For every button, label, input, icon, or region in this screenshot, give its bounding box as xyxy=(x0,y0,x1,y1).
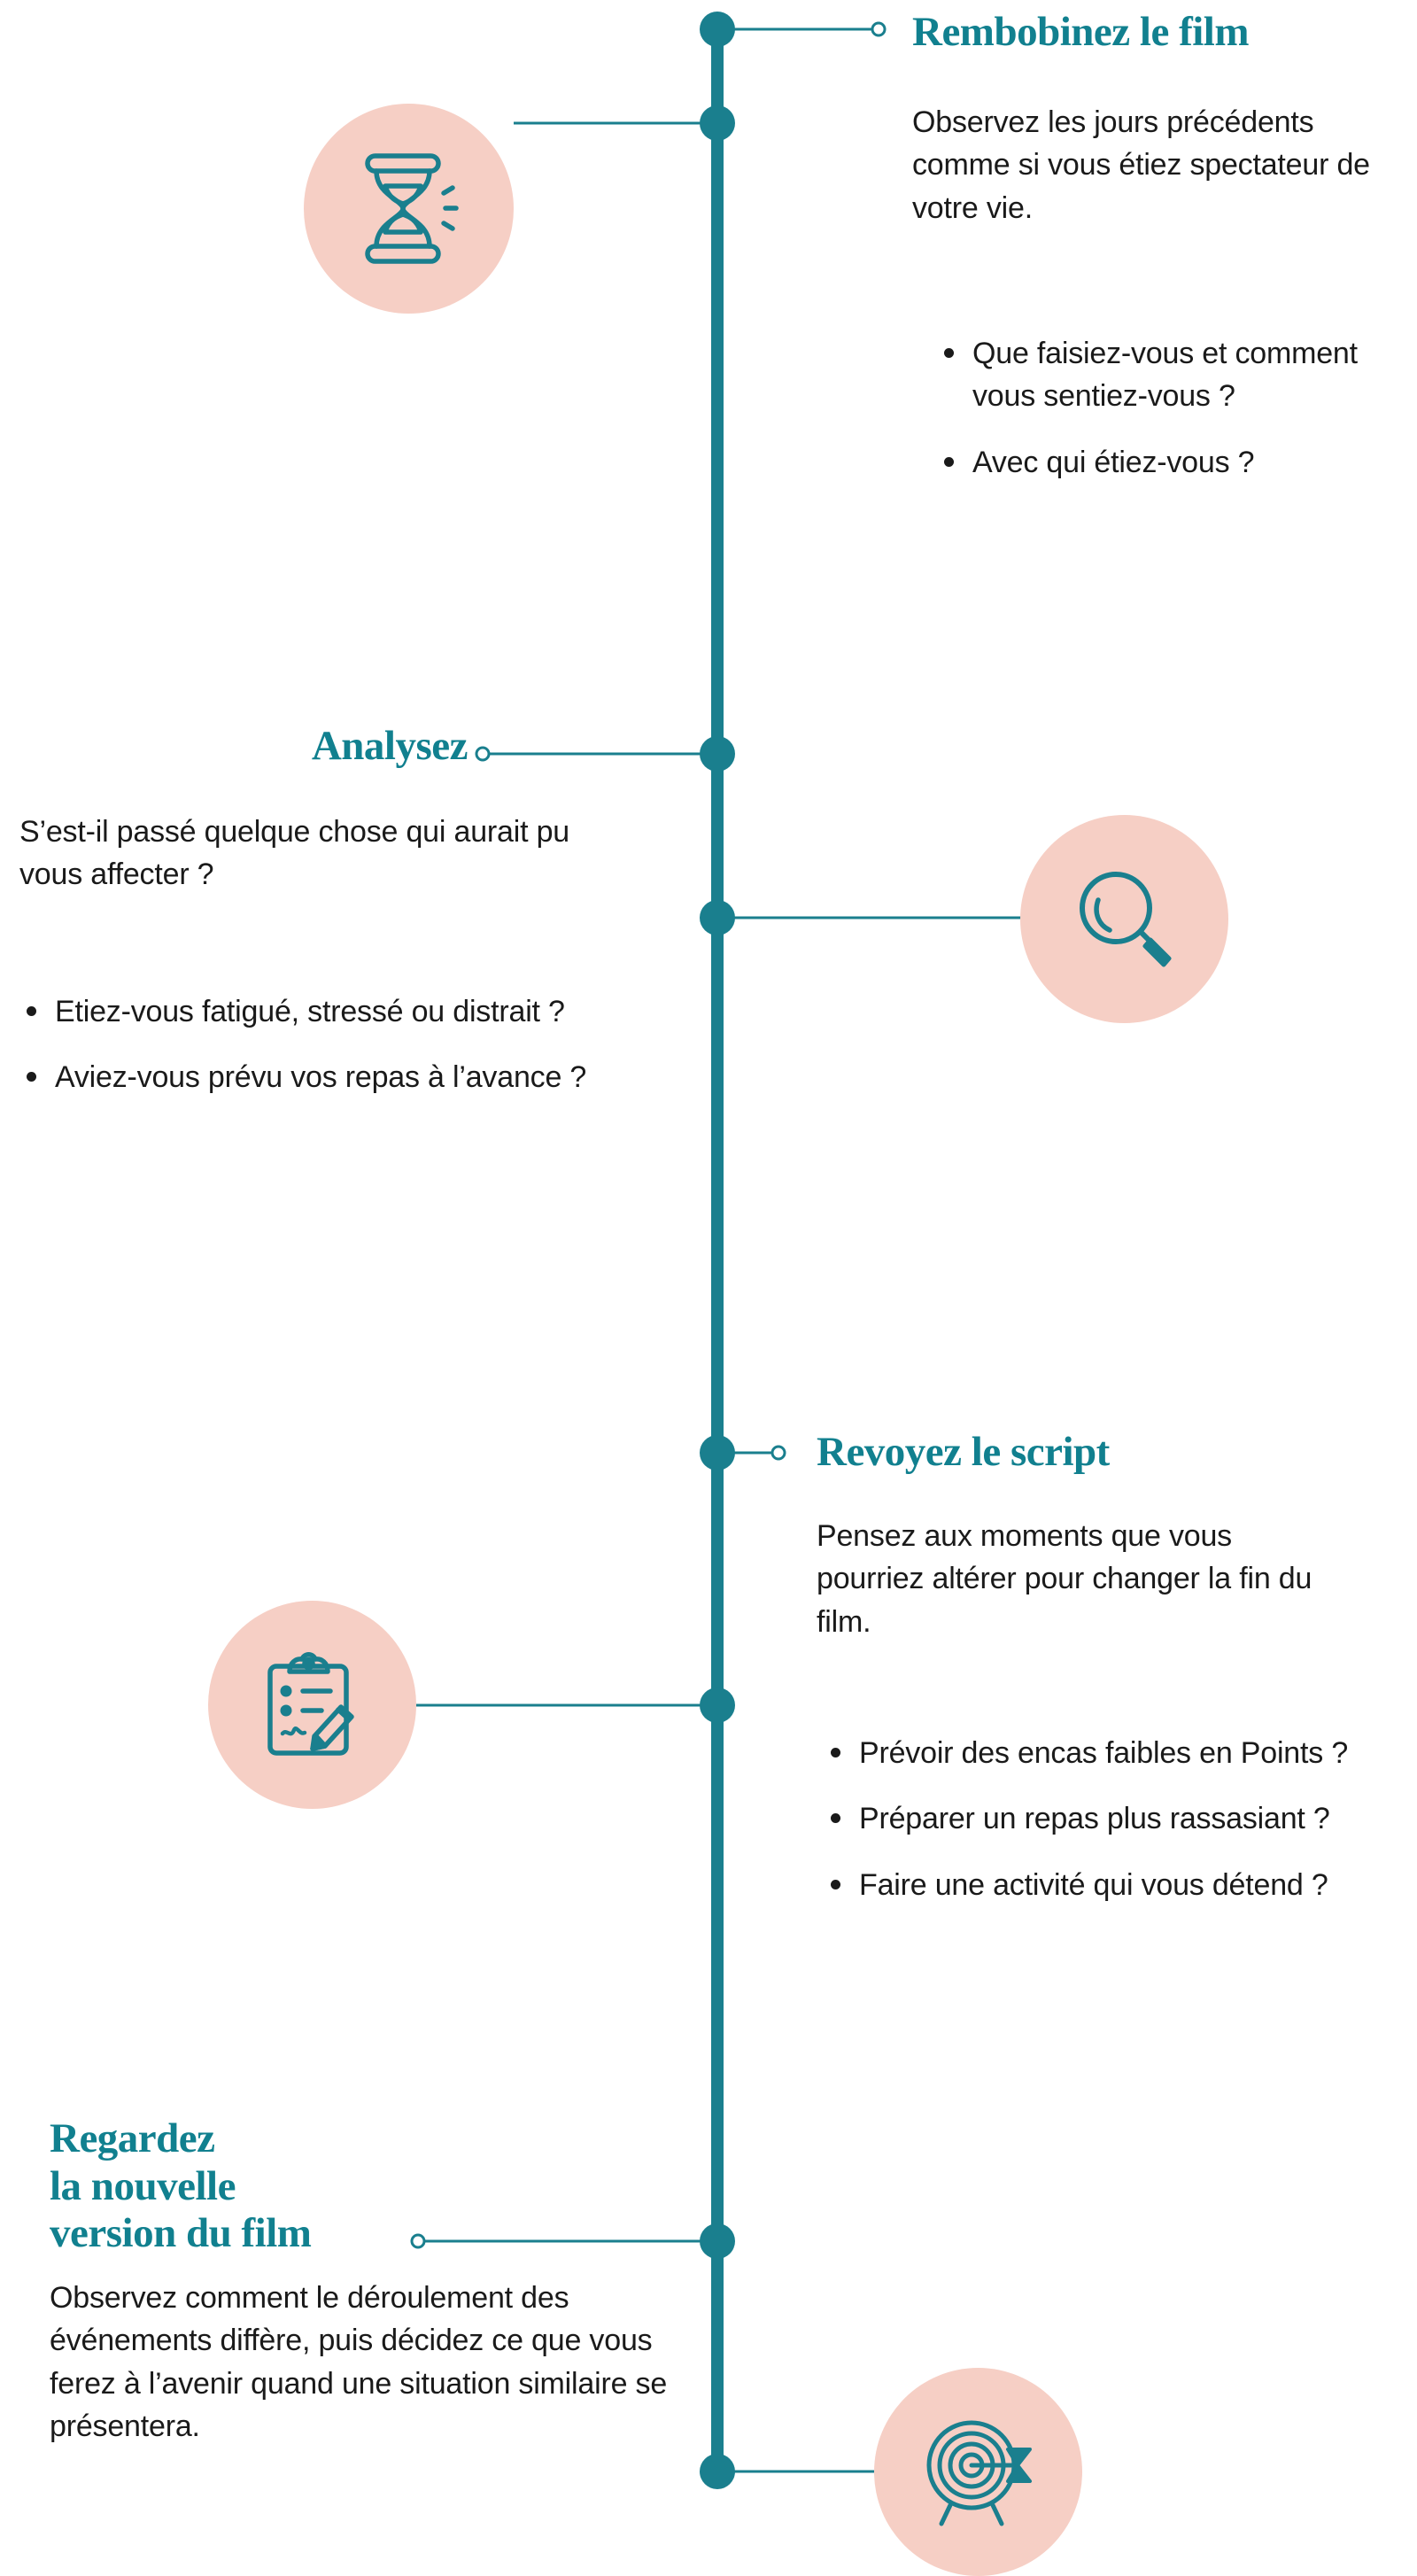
hourglass-icon xyxy=(364,153,459,264)
connector-endpoint-title-2 xyxy=(475,746,491,762)
section-title-rewrite: Revoyez le script xyxy=(817,1429,1110,1475)
section-bullets-rewrite: Prévoir des encas faibles en Points ? Pr… xyxy=(824,1732,1355,1929)
section-title-analyse: Analysez xyxy=(311,723,468,769)
section-body-rewind: Observez les jours précédents comme si v… xyxy=(912,105,1370,225)
section-bullets-rewind: Que faisiez-vous et comment vous sentiez… xyxy=(937,332,1390,507)
connector-endpoint-title-3 xyxy=(770,1445,786,1461)
target-arrow-icon xyxy=(926,2420,1032,2526)
connector-endpoint-title-4 xyxy=(410,2233,426,2249)
section-body-rewatch: Observez comment le déroulement des évén… xyxy=(50,2281,668,2443)
list-item: Préparer un repas plus rassasiant ? xyxy=(824,1797,1355,1840)
list-item: Que faisiez-vous et comment vous sentiez… xyxy=(937,332,1390,418)
clipboard-pencil-icon-circle xyxy=(208,1601,416,1809)
section-title-rewind: Rembobinez le film xyxy=(912,9,1250,55)
section-body-analyse: S’est-il passé quelque chose qui aurait … xyxy=(19,815,569,892)
connector-title-2 xyxy=(483,752,711,756)
connector-icon-4 xyxy=(724,2470,874,2473)
list-item: Aviez-vous prévu vos repas à l’avance ? xyxy=(19,1056,604,1098)
connector-icon-3 xyxy=(416,1703,711,1707)
timeline-spine xyxy=(711,29,724,2474)
magnifier-icon-circle xyxy=(1020,815,1228,1023)
section-bullets-analyse: Etiez-vous fatigué, stressé ou distrait … xyxy=(19,990,604,1122)
list-item: Avec qui étiez-vous ? xyxy=(937,441,1390,484)
magnifier-icon xyxy=(1079,871,1171,966)
target-icon-circle xyxy=(874,2368,1082,2576)
connector-title-4 xyxy=(418,2239,711,2243)
connector-icon-1 xyxy=(514,121,711,125)
list-item: Prévoir des encas faibles en Points ? xyxy=(824,1732,1355,1774)
connector-endpoint-title-1 xyxy=(871,21,887,37)
connector-title-1 xyxy=(724,27,879,31)
list-item: Faire une activité qui vous détend ? xyxy=(824,1864,1355,1906)
section-title-rewatch: Regardez la nouvelle version du film xyxy=(50,2115,312,2257)
hourglass-icon-circle xyxy=(304,104,514,314)
clipboard-pencil-icon xyxy=(267,1651,354,1756)
connector-title-3 xyxy=(724,1451,778,1455)
list-item: Etiez-vous fatigué, stressé ou distrait … xyxy=(19,990,604,1033)
connector-icon-2 xyxy=(724,916,1029,919)
section-body-rewrite: Pensez aux moments que vous pourriez alt… xyxy=(817,1519,1312,1639)
